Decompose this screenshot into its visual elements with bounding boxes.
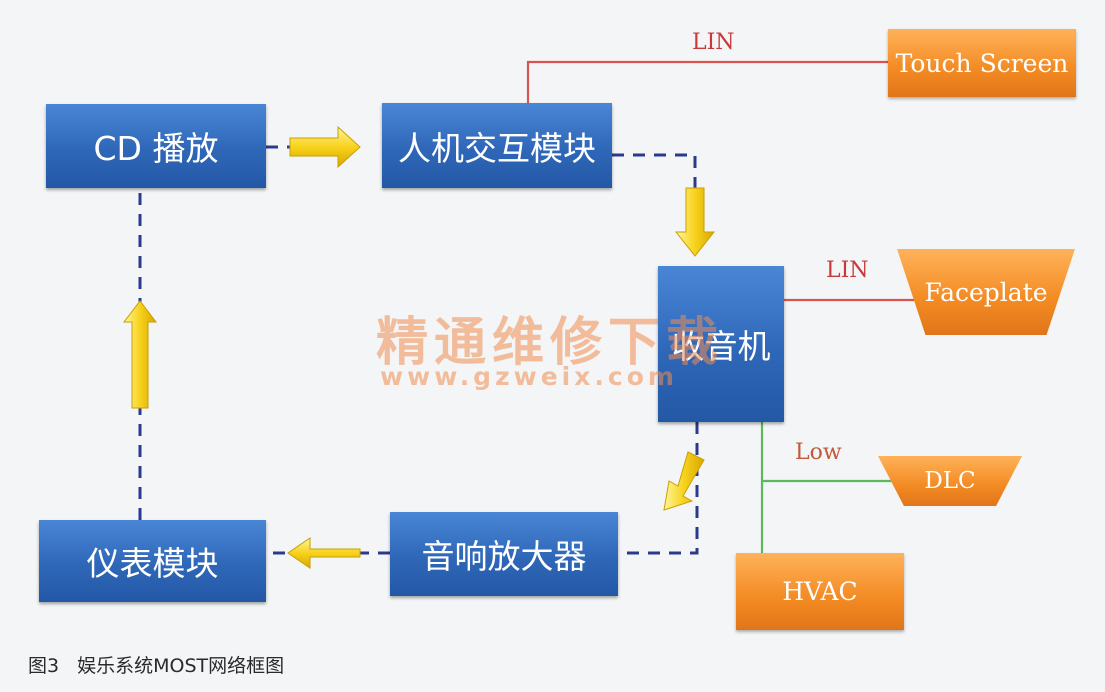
cd-player-label: CD 播放 <box>93 129 219 168</box>
audio-amplifier-label: 音响放大器 <box>421 537 587 576</box>
arrow-up-icon <box>122 300 158 409</box>
faceplate-label: Faceplate <box>924 277 1048 307</box>
arrow-down-icon <box>674 187 716 257</box>
hmi-module-label: 人机交互模块 <box>398 128 596 168</box>
most-link-hmi-radio <box>612 153 697 188</box>
touch-screen-node: Touch Screen <box>888 29 1076 97</box>
figure-caption: 图3 娱乐系统MOST网络框图 <box>28 651 302 678</box>
instrument-cluster-node: 仪表模块 <box>39 520 266 602</box>
arrow-left-icon <box>287 537 361 569</box>
lin-label-top: LIN <box>692 30 735 55</box>
dlc-label: DLC <box>924 468 976 494</box>
watermark-title: 精通维修下载 <box>376 313 725 373</box>
arrow-right-icon <box>289 125 361 169</box>
instrument-cluster-label: 仪表模块 <box>86 544 219 583</box>
touch-screen-label: Touch Screen <box>895 48 1069 78</box>
arrow-down-left-icon <box>663 451 705 511</box>
dlc-node: DLC <box>878 456 1022 506</box>
audio-amplifier-node: 音响放大器 <box>390 512 618 596</box>
figure-title: 娱乐系统MOST网络框图 <box>77 655 285 677</box>
figure-number: 图3 <box>28 655 60 677</box>
hvac-label: HVAC <box>782 577 858 606</box>
radio-node: 收音机 <box>658 266 784 422</box>
hvac-node: HVAC <box>736 553 904 630</box>
lin-line-touch <box>526 60 888 103</box>
hmi-module-node: 人机交互模块 <box>382 103 612 188</box>
lin-label-faceplate: LIN <box>826 258 869 283</box>
cd-player-node: CD 播放 <box>46 104 266 188</box>
radio-label: 收音机 <box>671 327 771 366</box>
low-label: Low <box>795 440 842 465</box>
faceplate-node: Faceplate <box>897 249 1075 335</box>
watermark-url: www.gzweix.com <box>380 362 678 391</box>
